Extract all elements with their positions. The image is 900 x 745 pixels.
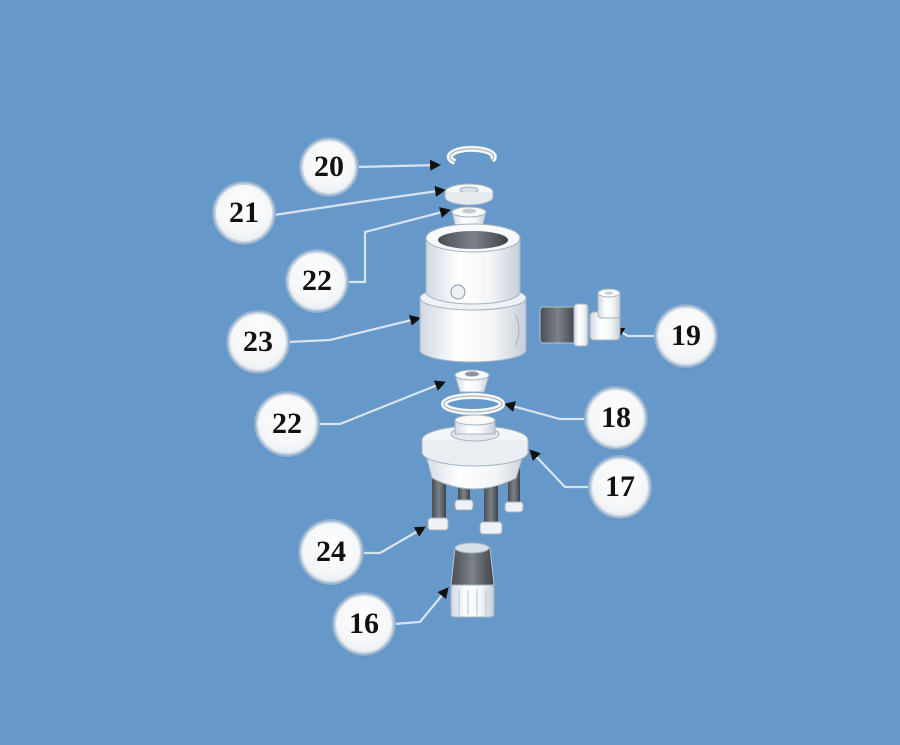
leader-17: [529, 449, 590, 489]
part-22-lower-grommet: [454, 369, 490, 393]
callout-19: 19: [656, 306, 716, 366]
part-21-washer: [444, 183, 494, 206]
part-20-retaining-ring: [446, 145, 497, 165]
callout-23: 23: [228, 312, 288, 372]
callout-18: 18: [586, 388, 646, 448]
leader-16: [393, 587, 449, 626]
callout-20: 20: [301, 139, 357, 195]
callout-16: 16: [334, 594, 394, 654]
callout-24: 24: [300, 521, 362, 583]
part-19-elbow-fitting: [539, 288, 621, 347]
leader-24: [362, 526, 426, 555]
callout-22-lower: 22: [256, 393, 318, 455]
leader-20: [355, 159, 442, 171]
leader-18: [503, 401, 585, 421]
leader-23: [287, 315, 422, 344]
callout-22-upper: 22: [287, 251, 347, 311]
callout-21: 21: [214, 183, 274, 243]
leader-22-upper: [345, 207, 452, 284]
leader-22-lower: [318, 380, 447, 426]
part-18-o-ring: [441, 393, 505, 415]
part-16-strainer: [450, 542, 495, 618]
leader-21: [273, 185, 447, 217]
part-23-housing: [419, 223, 527, 363]
part-17-base-body: [421, 414, 529, 490]
callout-17: 17: [590, 457, 650, 517]
